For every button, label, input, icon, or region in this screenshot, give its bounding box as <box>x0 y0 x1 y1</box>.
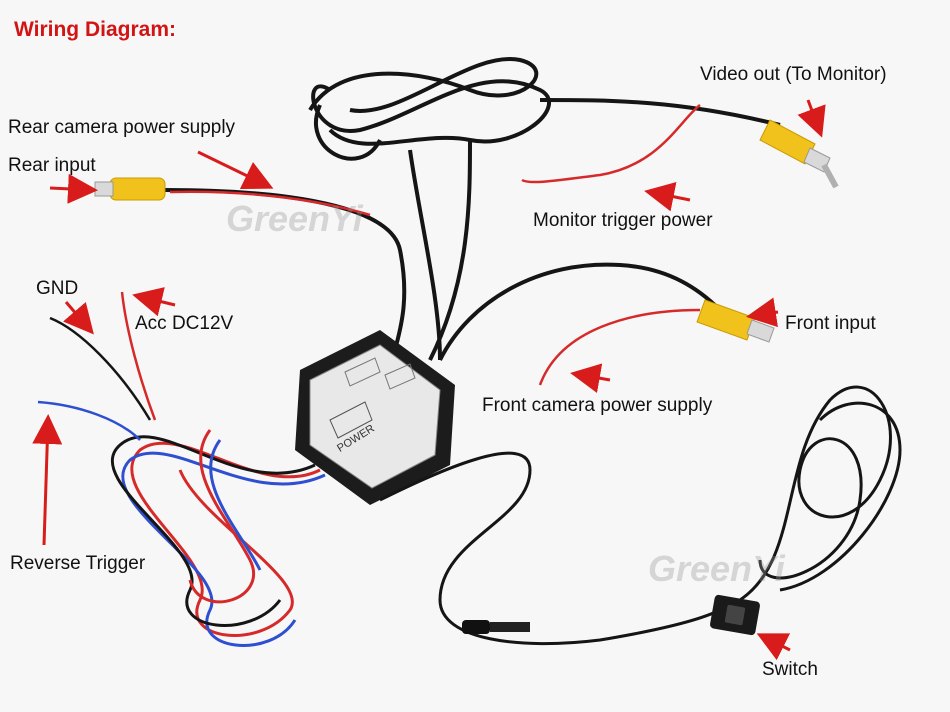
label-acc-dc12v: Acc DC12V <box>135 313 234 334</box>
front-input-rca-connector <box>696 299 775 343</box>
arrow-reverse-trigger <box>32 414 63 546</box>
front-input-cable <box>438 262 722 361</box>
arrow-front-input <box>746 297 779 328</box>
arrow-monitor-trigger <box>644 181 691 212</box>
label-rear-input: Rear input <box>8 155 96 176</box>
label-monitor-trigger-power: Monitor trigger power <box>533 210 713 231</box>
top-cable-coil <box>308 57 551 161</box>
arrow-gnd <box>62 301 94 335</box>
arrow-switch <box>756 633 791 661</box>
arrow-acc <box>132 287 176 317</box>
label-switch: Switch <box>762 659 818 680</box>
reverse-trigger-wire <box>37 400 141 441</box>
arrow-video-out <box>797 99 826 138</box>
power-wire-bundle <box>110 429 326 647</box>
middle-cable <box>428 139 472 361</box>
label-reverse-trigger: Reverse Trigger <box>10 553 146 574</box>
middle-cable-2 <box>408 149 442 361</box>
video-out-cable <box>539 98 781 127</box>
watermark-2: GreenYi <box>648 548 785 589</box>
label-video-out: Video out (To Monitor) <box>700 64 887 85</box>
label-front-camera-power-supply: Front camera power supply <box>482 395 713 416</box>
label-gnd: GND <box>36 278 79 299</box>
arrow-rear-power <box>197 150 274 190</box>
label-front-input: Front input <box>785 313 876 334</box>
front-power-wire <box>538 308 701 386</box>
switch-button <box>710 594 760 636</box>
watermark-1: GreenYi <box>226 198 363 239</box>
switch-cable <box>379 451 721 646</box>
arrow-front-power <box>570 363 611 393</box>
switch-cable-coil <box>739 385 902 602</box>
rear-input-rca-connector <box>94 177 166 201</box>
annotation-arrows <box>32 99 826 661</box>
rear-power-wire <box>169 190 371 217</box>
control-box <box>295 330 455 505</box>
label-rear-camera-power-supply: Rear camera power supply <box>8 117 236 138</box>
page-title: Wiring Diagram: <box>14 18 176 41</box>
inline-connector <box>462 620 530 634</box>
arrow-rear-input <box>49 173 98 204</box>
video-out-rca-connector <box>759 119 839 189</box>
gnd-wire <box>49 316 152 421</box>
monitor-trigger-wire <box>521 104 701 184</box>
acc-wire <box>120 291 157 421</box>
